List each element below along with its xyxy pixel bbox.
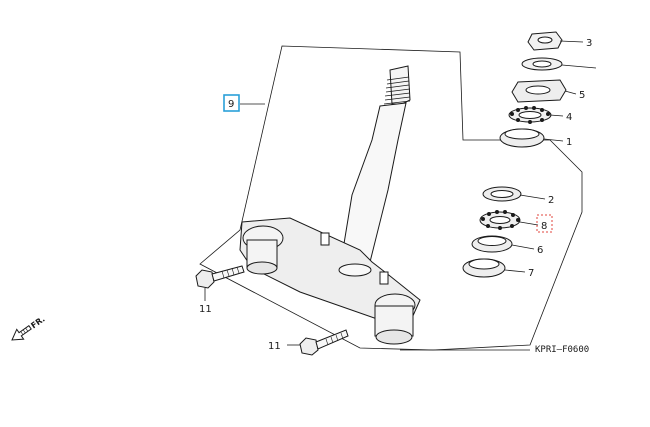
lower-race-part bbox=[462, 258, 506, 278]
callout-7[interactable]: 7 bbox=[528, 268, 534, 279]
lower-race-upper-part bbox=[482, 186, 522, 202]
leader-lines bbox=[204, 40, 597, 346]
lower-bearing-part bbox=[479, 210, 521, 230]
callout-8[interactable]: 8 bbox=[541, 221, 547, 232]
pinch-bolt-lower bbox=[299, 329, 349, 356]
front-direction-arrow-icon: FR. bbox=[11, 314, 47, 341]
callout-9[interactable]: 9 bbox=[228, 99, 234, 110]
callout-11-lower[interactable]: 11 bbox=[268, 341, 281, 352]
direction-label: FR. bbox=[29, 314, 46, 330]
callout-3[interactable]: 3 bbox=[586, 38, 592, 49]
adjusting-nut-part bbox=[511, 79, 567, 103]
assembly-outline bbox=[199, 45, 583, 351]
callout-4[interactable]: 4 bbox=[566, 112, 572, 123]
callout-5[interactable]: 5 bbox=[579, 90, 585, 101]
lock-washer-part bbox=[521, 57, 563, 71]
callout-11-upper[interactable]: 11 bbox=[199, 304, 212, 315]
dust-seal-part bbox=[471, 235, 513, 253]
upper-bearing-part bbox=[508, 106, 552, 124]
callout-2[interactable]: 2 bbox=[548, 195, 554, 206]
upper-race-part bbox=[499, 128, 545, 148]
callout-1[interactable]: 1 bbox=[566, 137, 572, 148]
lock-nut-part bbox=[527, 31, 563, 51]
pinch-bolt-upper bbox=[195, 265, 245, 289]
callout-6[interactable]: 6 bbox=[537, 245, 543, 256]
steering-stem bbox=[239, 65, 421, 345]
catalog-code: KPRI–F0600 bbox=[535, 345, 589, 355]
selected-part-highlight bbox=[223, 94, 240, 112]
